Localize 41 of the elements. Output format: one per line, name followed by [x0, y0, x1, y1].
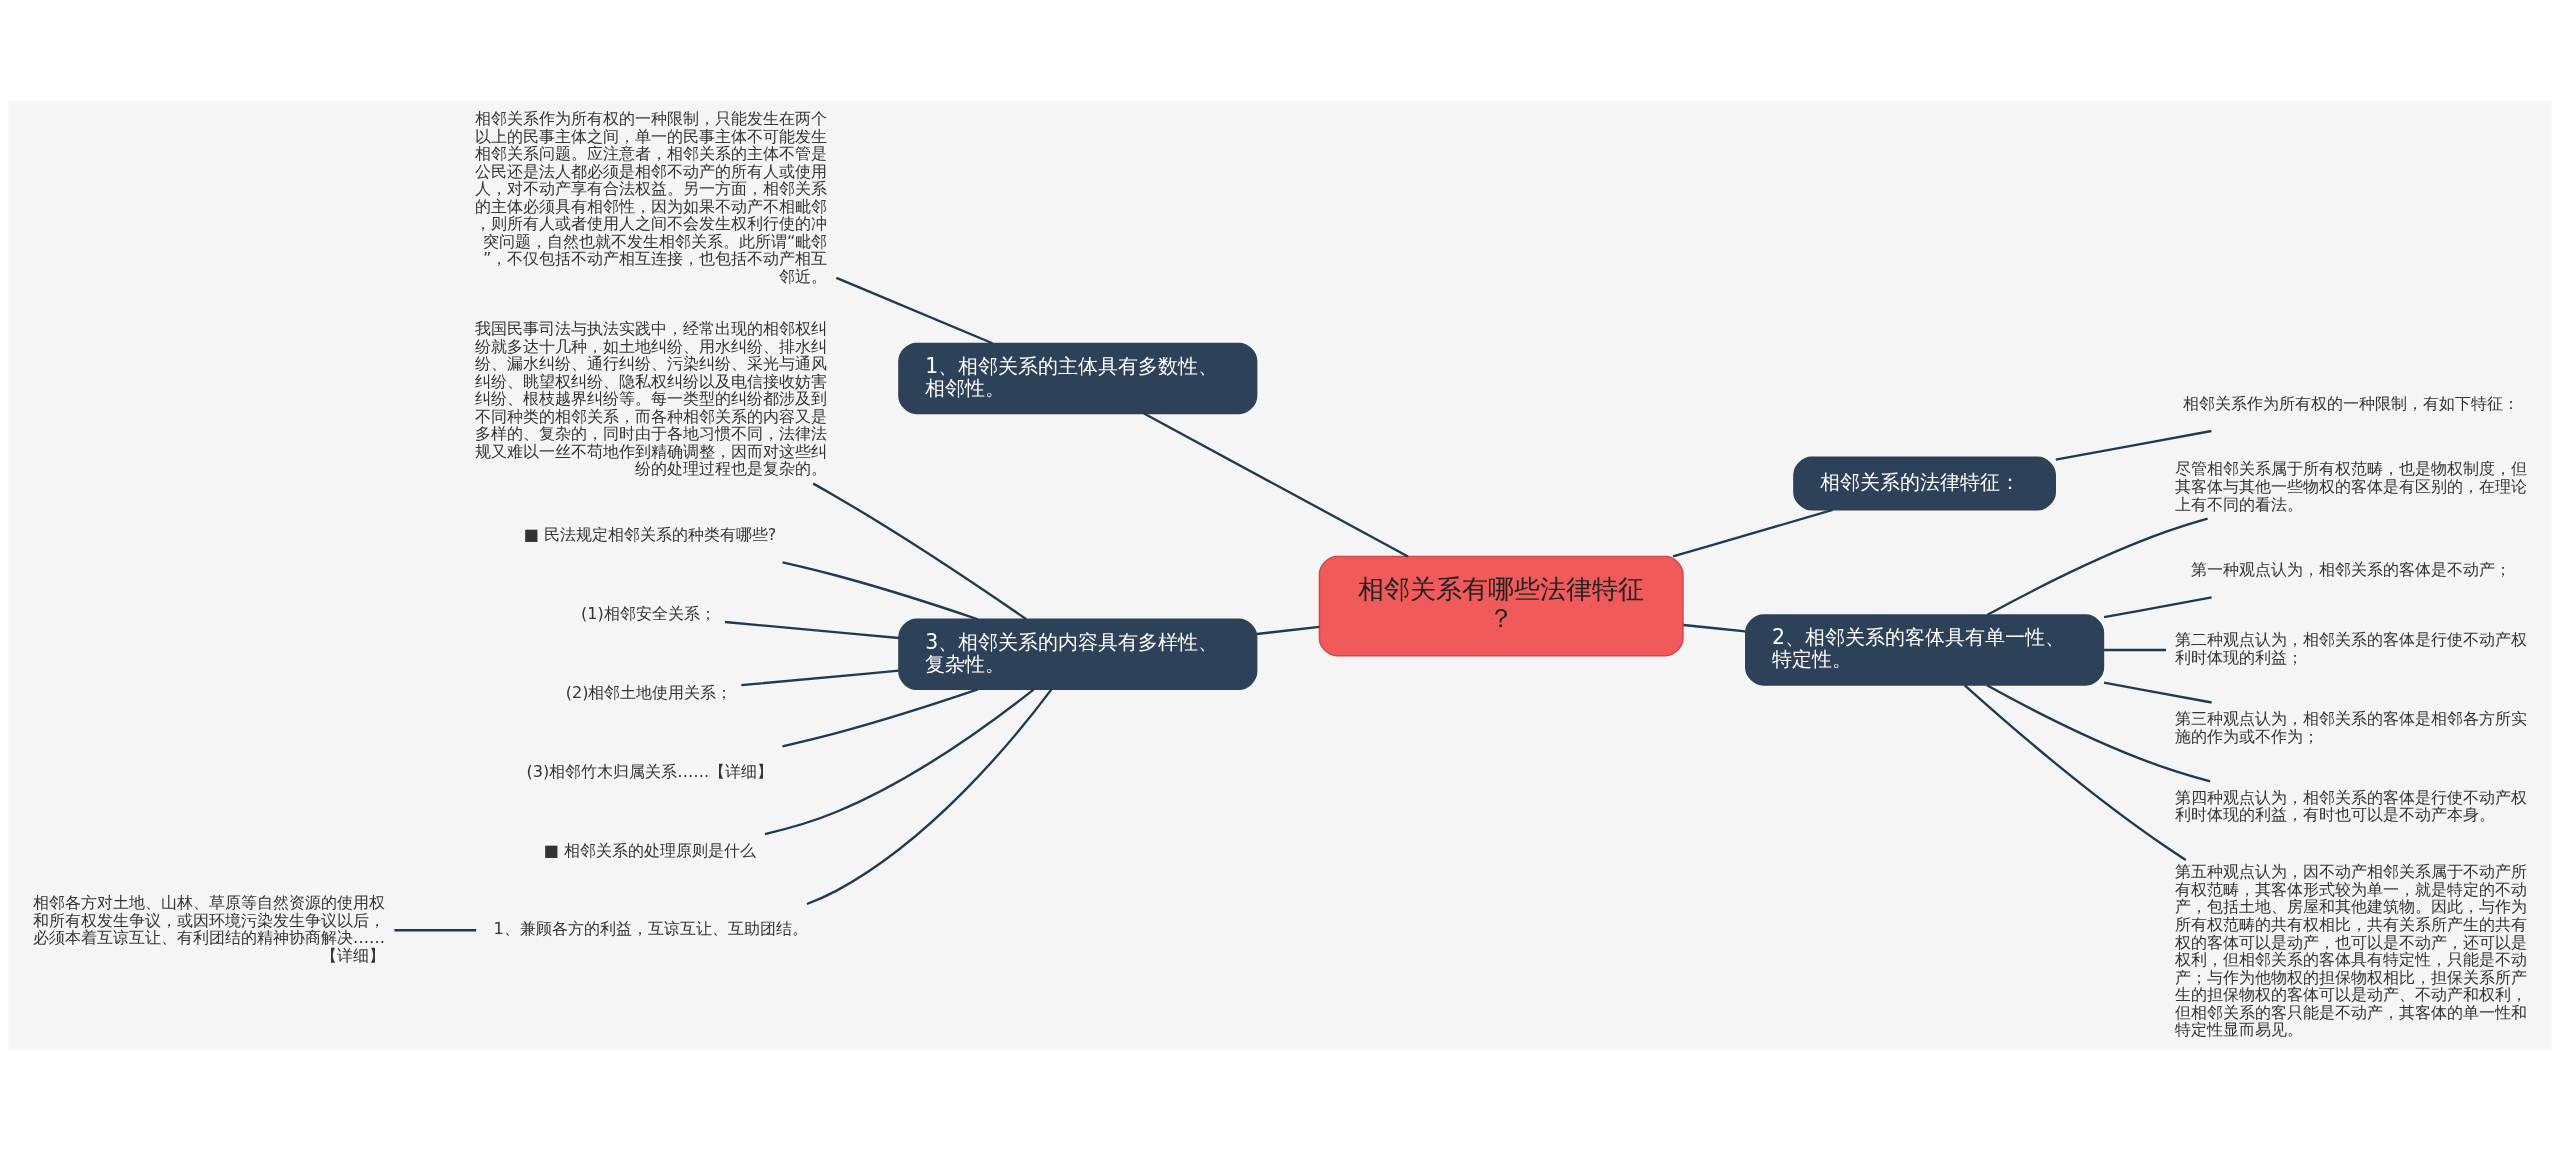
node-box: 3、相邻关系的内容具有多样性、复杂性。: [898, 618, 1258, 690]
connector: [1683, 623, 1746, 633]
connector: [782, 687, 979, 747]
node-box: 相邻关系的法律特征：: [1793, 456, 2056, 511]
node-box: 1、相邻关系的主体具有多数性、相邻性。: [898, 342, 1258, 414]
node-box: 相邻关系有哪些法律特征？: [1318, 555, 1684, 657]
node-text: 第二种观点认为，相邻关系的客体是行使不动产权利时体现的利益；: [2174, 629, 2527, 667]
connector: [2055, 429, 2212, 461]
connector: [835, 276, 993, 344]
connector: [741, 669, 899, 686]
node-text: (2)相邻土地使用关系；: [565, 682, 733, 702]
connector: [812, 482, 1027, 620]
node-text: 尽管相邻关系属于所有权范畴，也是物权制度，但其客体与其他一些物权的客体是有区别的，在理论上有不同的看法。: [2174, 458, 2527, 514]
connector: [1986, 683, 2211, 782]
connector: [806, 688, 1053, 905]
connector: [1256, 625, 1320, 635]
node-text: 我国民事司法与执法实践中，经常出现的相邻权纠纷就多达十几种，如土地纠纷、用水纠纷、排水纠纷、漏水纠纷、通行纠纷、污染纠纷、采光与通风纠纷、眺望权纠纷、隐私权纠纷以及电信接收妨害纠纷、根枝越界纠纷等。每一类型的纠纷都涉及到不同种类的相邻关系，而各种相邻关系的内容又是多样的、复杂的，同时由于各地习惯不同，法律法规又难以一丝不苟地作到精确调整，因而对这些纠纷的处理过程也是复杂的。: [475, 318, 828, 478]
connector: [2104, 648, 2167, 651]
node-text: 第五种观点认为，因不动产相邻关系属于不动产所有权范畴，其客体形式较为单一，就是特定的不动产，包括土地、房屋和其他建筑物。因此，与作为所有权范畴的共有权相比，共有关系所产生的共有权的客体可以是动产，也可以是不动产，还可以是权利，但相邻关系的客体具有特定性，只能是不动产；与作为他物权的担保物权相比，担保关系所产生的担保物权的客体可以是动产、不动产和权利，但相邻关系的客只能是不动产，其客体的单一性和特定性显而易见。: [2174, 861, 2527, 1039]
connector: [2103, 681, 2212, 704]
connector: [764, 688, 1035, 835]
connector: [782, 560, 979, 620]
connector: [1987, 516, 2208, 616]
node-text: 相邻关系作为所有权的一种限制，只能发生在两个以上的民事主体之间，单一的民事主体不可能发生相邻关系问题。应注意者，相邻关系的主体不管是公民还是法人都必须是相邻不动产的所有人或使用人，对不动产享有合法权益。另一方面，相邻关系的主体必须具有相邻性，因为如果不动产不相毗邻，则所有人或者使用人之间不会发生权利行使的冲突问题，自然也就不发生相邻关系。此所谓“毗邻”，不仅包括不动产相互连接，也包括不动产相互邻近。: [475, 108, 828, 286]
node-text: 第三种观点认为，相邻关系的客体是相邻各方所实施的作为或不作为；: [2174, 708, 2527, 746]
node-text: (3)相邻竹木归属关系……【详细】: [526, 761, 774, 781]
node-box: 2、相邻关系的客体具有单一性、特定性。: [1745, 613, 2105, 686]
node-text: 第一种观点认为，相邻关系的客体是不动产；: [2191, 559, 2512, 579]
connector: [1963, 684, 2187, 861]
node-text: 相邻关系作为所有权的一种限制，有如下特征：: [2183, 393, 2520, 413]
node-text: 第四种观点认为，相邻关系的客体是行使不动产权利时体现的利益，有时也可以是不动产本身。: [2174, 787, 2527, 824]
connector: [1672, 508, 1833, 558]
node-text: ■ 民法规定相邻关系的种类有哪些?: [523, 524, 777, 544]
connector: [394, 928, 477, 931]
node-text: (1)相邻安全关系；: [580, 603, 716, 623]
node-text: 相邻各方对土地、山林、草原等自然资源的使用权和所有权发生争议，或因环境污染发生争议以后，必须本着互谅互让、有利团结的精神协商解决……【详细】: [32, 892, 386, 965]
connector: [2103, 595, 2212, 618]
connector: [724, 620, 900, 639]
node-text: 1、兼顾各方的利益，互谅互让、互助团结。: [493, 918, 808, 938]
connector: [1143, 411, 1409, 557]
node-text: ■ 相邻关系的处理原则是什么: [543, 840, 756, 860]
